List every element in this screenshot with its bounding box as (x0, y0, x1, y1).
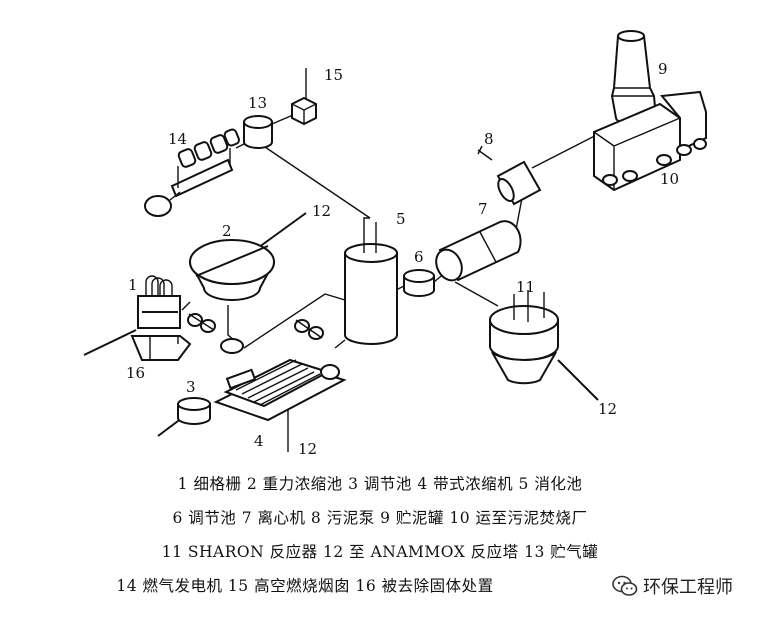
pipe-1-to-2 (181, 301, 191, 311)
callout-13: 13 (248, 94, 267, 112)
outflow-line-from-2 (254, 212, 307, 251)
buffer-tank-6 (403, 269, 435, 297)
flare-chimney-15 (291, 96, 317, 126)
outflow-line-from-11 (557, 359, 599, 401)
solids-disposal-16 (130, 335, 192, 361)
buffer-tank-3 (177, 397, 211, 425)
sharon-reactor-11 (489, 290, 559, 385)
legend-line-1: 1 细格栅 2 重力浓缩池 3 调节池 4 带式浓缩机 5 消化池 (177, 475, 583, 493)
sludge-pump-8 (477, 145, 542, 206)
pipe-2-to-5 (243, 293, 346, 349)
inflow-line-to-1 (83, 329, 137, 356)
gas-holder-13 (243, 115, 273, 149)
callout-7: 7 (478, 200, 488, 218)
gas-generator-14 (144, 128, 240, 217)
pump-group-5 (294, 319, 324, 340)
callout-15: 15 (324, 66, 343, 84)
pipe-7-to-11 (454, 281, 499, 307)
callout-6: 6 (414, 248, 424, 266)
callout-4: 4 (254, 432, 264, 450)
callout-1: 1 (128, 276, 138, 294)
pipe-pump-to-5 (334, 339, 346, 349)
fine-screen-1 (137, 275, 181, 329)
digester-5 (344, 217, 398, 345)
callout-14: 14 (168, 130, 187, 148)
legend-line-3: 11 SHARON 反应器 12 至 ANAMMOX 反应塔 13 贮气罐 (161, 543, 599, 561)
pump-group-2 (187, 313, 244, 354)
legend-line-2: 6 调节池 7 离心机 8 污泥泵 9 贮泥罐 10 运至污泥焚烧厂 (172, 509, 588, 527)
process-diagram: 15 13 14 2 12 5 6 7 8 9 10 11 12 1 16 3 … (83, 30, 707, 458)
centrifuge-7 (435, 220, 522, 282)
inflow-line-to-3 (157, 417, 183, 437)
callout-12-bottom: 12 (298, 440, 317, 458)
callout-16: 16 (126, 364, 145, 382)
legend-line-4: 14 燃气发电机 15 高空燃烧烟囱 16 被去除固体处置 (116, 577, 494, 595)
belt-thickener-4 (213, 358, 347, 422)
callout-3: 3 (186, 378, 196, 396)
callout-11: 11 (516, 278, 535, 296)
callout-2: 2 (222, 222, 232, 240)
watermark-text: 环保工程师 (643, 577, 733, 598)
callout-12-right: 12 (598, 400, 617, 418)
truck-10 (593, 90, 707, 192)
wechat-logo-icon (612, 575, 638, 596)
callout-5: 5 (396, 210, 406, 228)
callout-12-top: 12 (312, 202, 331, 220)
callout-9: 9 (658, 60, 668, 78)
callout-numbers: 15 13 14 2 12 5 6 7 8 9 10 11 12 1 16 3 … (126, 60, 679, 458)
gravity-thickener-2 (189, 239, 275, 301)
callout-10: 10 (660, 170, 679, 188)
callout-8: 8 (484, 130, 494, 148)
watermark: 环保工程师 (612, 570, 733, 602)
